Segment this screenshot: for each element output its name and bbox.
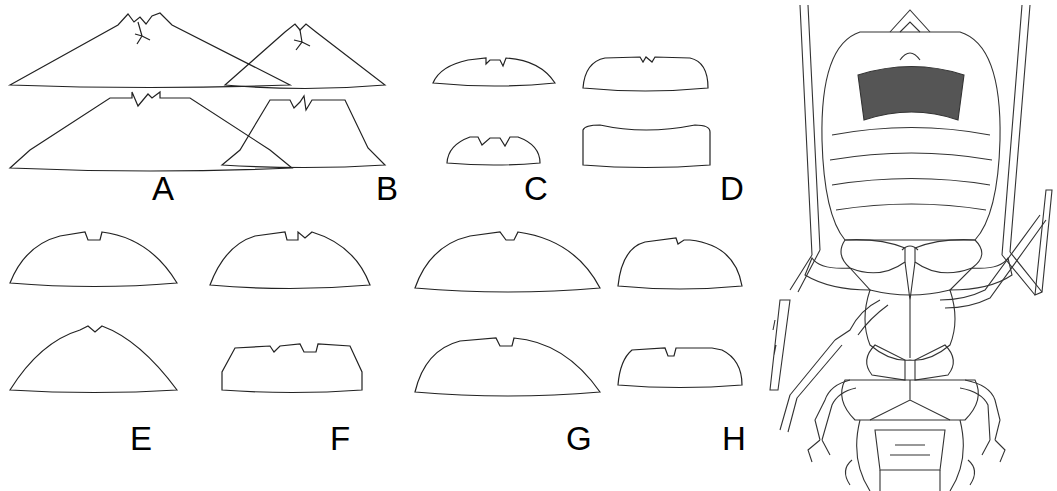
hind-leg xyxy=(1002,5,1042,295)
hind-femur xyxy=(950,258,1012,290)
plate-outline xyxy=(10,13,290,88)
plate-crack xyxy=(135,22,150,44)
head-line xyxy=(880,445,940,491)
figure-letter: B xyxy=(376,172,398,205)
fore-leg xyxy=(960,380,1005,462)
plate-outline xyxy=(225,24,385,89)
hind-leg xyxy=(1035,190,1052,295)
segment-line xyxy=(830,128,992,211)
abdomen xyxy=(822,32,1000,240)
abdomen-tip xyxy=(890,10,930,32)
figure-letter: F xyxy=(330,422,350,455)
plate-outline xyxy=(10,326,177,393)
figure-letter: D xyxy=(720,172,744,205)
hind-femur xyxy=(805,258,870,290)
metasternum xyxy=(902,246,918,300)
plate-outline xyxy=(222,344,362,393)
plate-outline xyxy=(10,92,292,171)
plate-outline xyxy=(618,348,742,388)
prothorax-line xyxy=(870,380,950,420)
middle-leg xyxy=(940,215,1046,308)
plate-outline xyxy=(10,232,177,287)
plate-outline xyxy=(222,96,385,168)
plate-outline xyxy=(210,232,370,289)
figure-letter: A xyxy=(152,172,174,205)
figure-letter: G xyxy=(566,422,592,455)
figure-letter: E xyxy=(130,422,152,455)
plate-outline xyxy=(415,232,600,292)
sternite-plate xyxy=(858,67,964,121)
plate-outline xyxy=(583,125,710,168)
hind-leg xyxy=(790,5,820,292)
prothorax xyxy=(842,380,979,420)
head xyxy=(857,420,964,491)
plate-outline xyxy=(415,338,600,396)
plate-outline xyxy=(618,238,742,289)
hind-leg xyxy=(770,300,790,390)
eye xyxy=(845,460,974,485)
figure-letter: C xyxy=(524,172,548,205)
middle-leg xyxy=(780,300,888,432)
mesothorax xyxy=(865,290,955,360)
figure-letter: H xyxy=(722,422,746,455)
plate-crack xyxy=(294,30,310,50)
fore-leg xyxy=(808,380,856,462)
plate-outline xyxy=(447,137,540,165)
plate-outline xyxy=(583,57,708,91)
plate-outline xyxy=(433,58,555,86)
mesothorax-line xyxy=(909,300,910,358)
hind-coxa xyxy=(841,240,905,273)
operculum xyxy=(900,53,920,60)
